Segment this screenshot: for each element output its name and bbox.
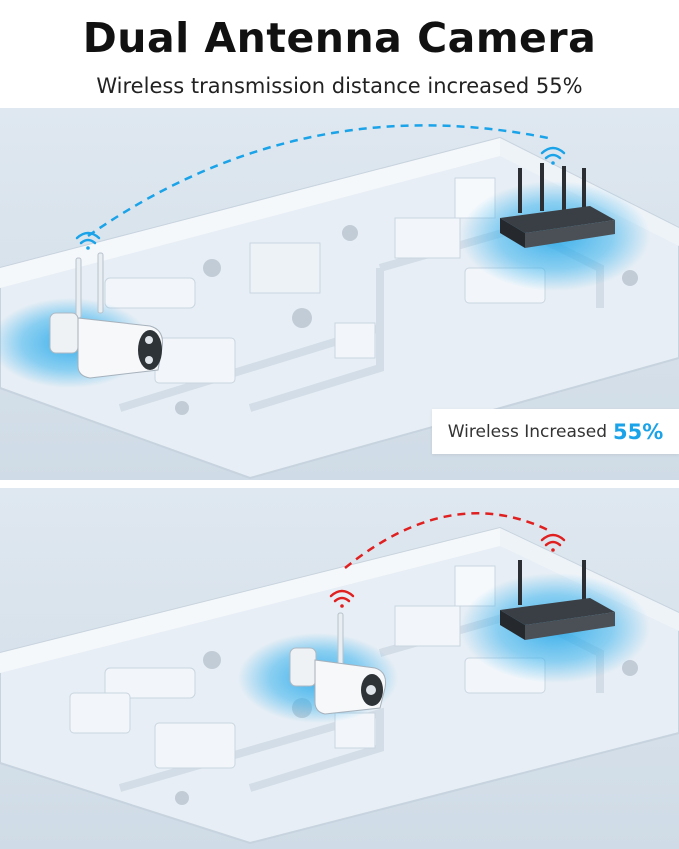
wifi-icon [75,231,101,250]
wifi-icon [540,533,566,552]
page-title: Dual Antenna Camera [82,14,597,62]
dual-antenna-illustration [0,108,679,480]
nvr-router [500,560,615,640]
page-subtitle: Wireless transmission distance increased… [96,74,583,98]
badge-value: 55% [613,419,664,444]
wifi-icon [329,589,355,608]
wireless-increase-badge: Wireless Increased 55% [432,409,679,454]
wireless-link [344,512,549,569]
nvr-router [500,163,615,248]
dual-antenna-camera [49,252,163,379]
single-antenna-illustration [0,488,679,849]
single-antenna-camera [289,612,386,715]
wifi-icon [540,146,566,165]
panel-divider [0,480,679,488]
badge-label: Wireless Increased [447,421,607,442]
dual-antenna-scene [0,108,679,480]
single-antenna-scene [0,488,679,849]
wireless-link [87,124,549,238]
